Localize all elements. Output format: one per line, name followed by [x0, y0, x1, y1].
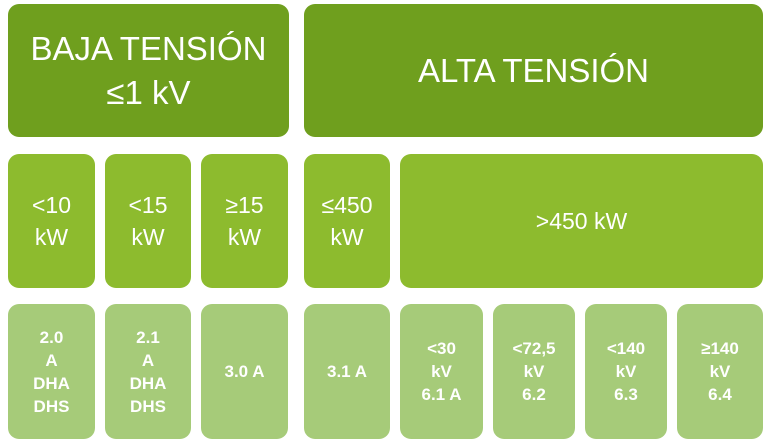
tariff-3-0a-label: 3.0 A: [224, 362, 265, 381]
tariff-6-3-box: <140 kV 6.3: [585, 304, 667, 439]
power-gt450-box: >450 kW: [400, 154, 763, 288]
tariff-6-4-label: ≥140 kV 6.4: [701, 339, 739, 404]
alta-tension-label: ALTA TENSIÓN: [417, 51, 650, 89]
tariff-6-2-box: <72,5 kV 6.2: [493, 304, 575, 439]
tariff-6-3-label: <140 kV 6.3: [606, 339, 646, 404]
tariff-6-1a-label: <30 kV 6.1 A: [421, 339, 462, 404]
tariff-3-1a-box: 3.1 A: [304, 304, 390, 439]
tariff-6-1a-box: <30 kV 6.1 A: [400, 304, 483, 439]
alta-tension-box: ALTA TENSIÓN: [304, 4, 763, 137]
tariff-6-2-label: <72,5 kV 6.2: [512, 339, 556, 404]
tariff-2-1a-label: 2.1 A DHA DHS: [129, 327, 167, 416]
tariff-3-0a-box: 3.0 A: [201, 304, 288, 439]
tariff-6-4-box: ≥140 kV 6.4: [677, 304, 763, 439]
power-ge15-box: ≥15 kW: [201, 154, 288, 288]
power-le450-label: ≤450 kW: [321, 192, 373, 250]
tariff-2-0a-label: 2.0 A DHA DHS: [33, 327, 70, 416]
baja-tension-box: BAJA TENSIÓN ≤1 kV: [8, 4, 289, 137]
power-lt15-label: <15 kW: [128, 192, 168, 250]
tariff-3-1a-label: 3.1 A: [326, 362, 367, 381]
power-lt10-box: <10 kW: [8, 154, 95, 288]
power-le450-box: ≤450 kW: [304, 154, 390, 288]
baja-tension-label: BAJA TENSIÓN ≤1 kV: [30, 29, 267, 111]
power-lt15-box: <15 kW: [105, 154, 191, 288]
power-ge15-label: ≥15 kW: [225, 192, 264, 250]
power-lt10-label: <10 kW: [31, 192, 71, 250]
tariff-2-1a-box: 2.1 A DHA DHS: [105, 304, 191, 439]
tariff-2-0a-box: 2.0 A DHA DHS: [8, 304, 95, 439]
power-gt450-label: >450 kW: [535, 208, 628, 234]
